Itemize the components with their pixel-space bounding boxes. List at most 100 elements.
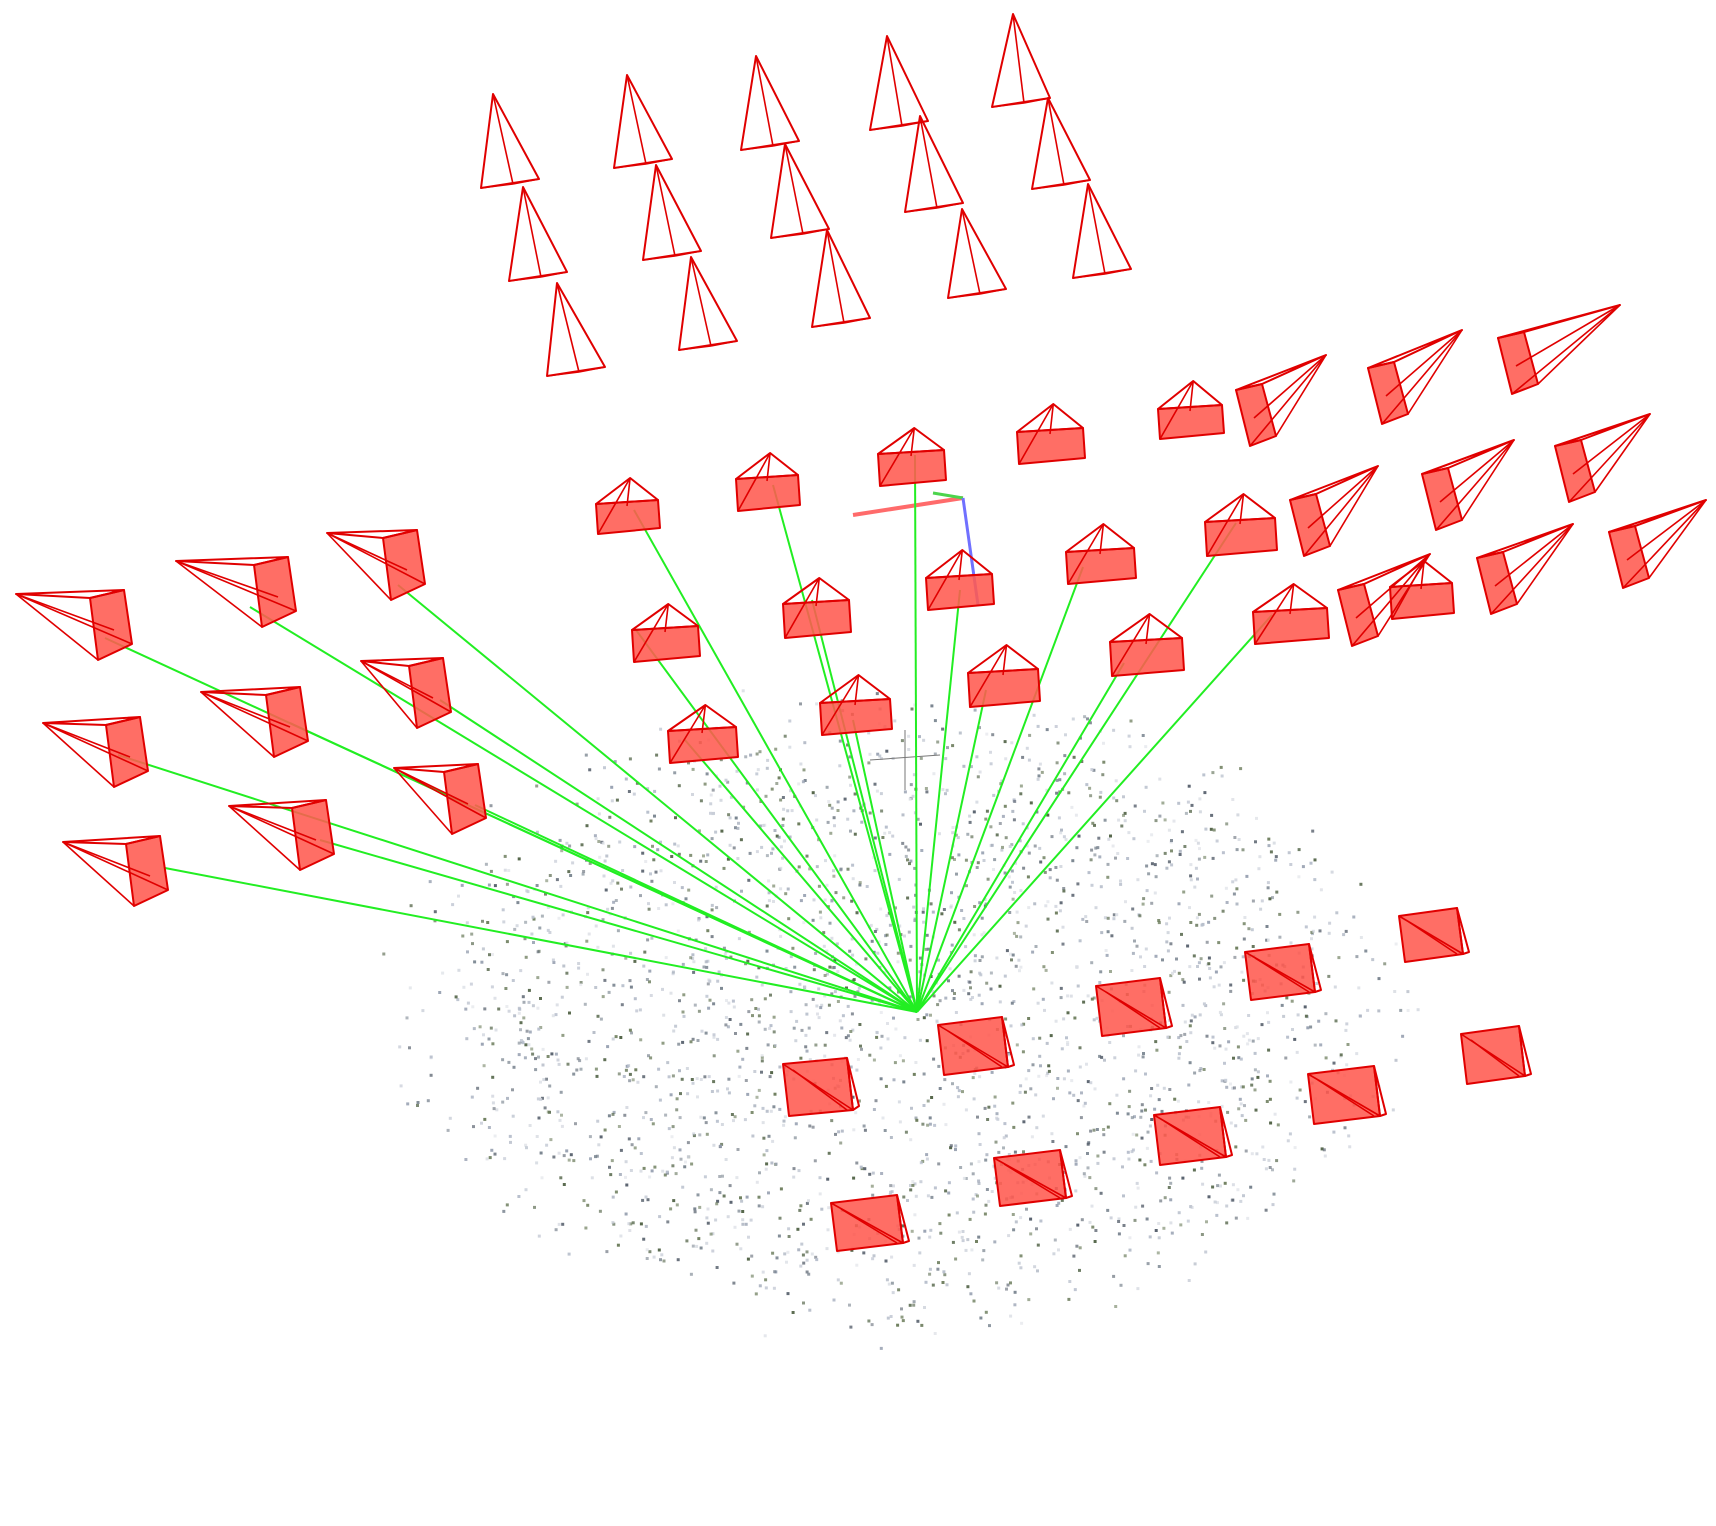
cloud-point — [729, 795, 733, 799]
camera-frustum-icon[interactable] — [811, 229, 871, 328]
camera-frustum-icon[interactable] — [1072, 183, 1132, 279]
camera-frustum-icon[interactable] — [1252, 583, 1330, 645]
cloud-point — [1056, 741, 1060, 745]
camera-frustum-icon[interactable] — [631, 603, 701, 663]
camera-frustum-icon[interactable] — [42, 716, 149, 788]
cloud-point — [777, 1234, 781, 1238]
cloud-point — [611, 879, 615, 883]
camera-frustum-icon[interactable] — [613, 74, 673, 169]
camera-frustum-icon[interactable] — [904, 115, 964, 213]
camera-frustum-icon[interactable] — [1398, 907, 1470, 963]
camera-frustum-icon[interactable] — [642, 164, 702, 261]
cloud-point — [1046, 917, 1050, 921]
cloud-point — [801, 1253, 805, 1257]
cloud-point — [1198, 1069, 1202, 1073]
camera-frustum-icon[interactable] — [480, 93, 540, 189]
cloud-point — [1046, 1071, 1050, 1075]
cloud-point — [779, 887, 783, 891]
camera-frustum-icon[interactable] — [1095, 977, 1173, 1037]
cloud-point — [894, 1027, 898, 1031]
camera-frustum-icon[interactable] — [1608, 499, 1707, 589]
camera-frustum-icon[interactable] — [62, 835, 169, 907]
cloud-point — [1233, 836, 1237, 839]
cloud-point — [1094, 906, 1098, 910]
camera-frustum-icon[interactable] — [925, 549, 995, 611]
camera-frustum-icon[interactable] — [1244, 943, 1322, 1001]
cloud-point — [836, 970, 840, 974]
cloud-point — [1101, 773, 1105, 777]
ray — [916, 614, 1273, 1013]
camera-frustum-icon[interactable] — [819, 674, 893, 736]
cloud-point — [674, 1172, 678, 1176]
cloud-point — [579, 1067, 583, 1071]
camera-frustum-icon[interactable] — [546, 282, 606, 377]
camera-frustum-icon[interactable] — [15, 589, 133, 661]
camera-frustum-icon[interactable] — [1031, 97, 1091, 190]
cloud-point — [872, 1108, 876, 1111]
camera-frustum-icon[interactable] — [877, 427, 947, 487]
camera-frustum-icon[interactable] — [1476, 523, 1574, 615]
camera-frustum-icon[interactable] — [1153, 1106, 1233, 1166]
camera-frustum-icon[interactable] — [1016, 403, 1086, 465]
camera-frustum-icon[interactable] — [1204, 493, 1278, 557]
camera-frustum-icon[interactable] — [1554, 413, 1651, 503]
camera-frustum-icon[interactable] — [595, 477, 661, 535]
cloud-point — [478, 1025, 482, 1029]
cloud-point — [1201, 1182, 1205, 1186]
cloud-point — [762, 1136, 766, 1140]
camera-frustum-icon[interactable] — [937, 1016, 1015, 1076]
cloud-point — [873, 869, 877, 873]
camera-frustum-icon[interactable] — [1460, 1025, 1532, 1085]
camera-frustum-icon[interactable] — [678, 256, 738, 351]
camera-frustum-icon[interactable] — [175, 556, 297, 628]
cloud-point — [736, 1148, 740, 1151]
camera-frustum-icon[interactable] — [830, 1194, 910, 1252]
camera-frustum-icon[interactable] — [782, 577, 852, 639]
cloud-point — [1054, 1019, 1058, 1023]
camera-frustum-icon[interactable] — [667, 704, 739, 764]
cloud-point — [868, 1172, 872, 1176]
camera-frustum-icon[interactable] — [326, 529, 426, 601]
camera-frustum-icon[interactable] — [1367, 329, 1463, 425]
camera-frustum-icon[interactable] — [991, 13, 1051, 108]
cloud-point — [1144, 1072, 1147, 1076]
cloud-point — [720, 1123, 724, 1126]
camera-frustum-icon[interactable] — [1065, 523, 1137, 585]
camera-frustum-icon[interactable] — [740, 55, 800, 151]
cloud-point — [1007, 1053, 1011, 1057]
camera-frustum-icon[interactable] — [770, 143, 830, 239]
camera-frustum-icon[interactable] — [360, 657, 452, 729]
camera-frustum-icon[interactable] — [200, 686, 309, 758]
cloud-point — [598, 1209, 602, 1213]
camera-frustum-icon[interactable] — [393, 763, 487, 835]
camera-frustum-icon[interactable] — [1497, 304, 1621, 395]
camera-frustum-icon[interactable] — [1235, 354, 1327, 447]
camera-frustum-icon[interactable] — [993, 1149, 1073, 1207]
camera-frustum-icon[interactable] — [1109, 613, 1185, 677]
cloud-point — [1052, 1252, 1056, 1256]
cloud-point — [599, 1017, 603, 1021]
camera-frustum-icon[interactable] — [782, 1057, 860, 1117]
camera-frustum-icon[interactable] — [228, 799, 335, 871]
cloud-point — [1014, 861, 1017, 865]
camera-frustum-icon[interactable] — [1337, 553, 1431, 647]
camera-frustum-icon[interactable] — [1421, 439, 1515, 531]
cloud-point — [1088, 786, 1092, 790]
camera-frustum-icon[interactable] — [967, 644, 1041, 708]
cloud-point — [1196, 877, 1199, 881]
cloud-point — [588, 768, 592, 772]
cloud-point — [798, 1208, 802, 1212]
camera-frustum-icon[interactable] — [1157, 380, 1225, 440]
camera-frustum-icon[interactable] — [1289, 465, 1379, 557]
cloud-point — [926, 947, 930, 951]
camera-frustum-icon[interactable] — [508, 186, 568, 282]
cloud-point — [1077, 834, 1081, 838]
camera-frustum-icon[interactable] — [947, 208, 1007, 299]
cloud-point — [1268, 1079, 1272, 1083]
camera-frustum-icon[interactable] — [735, 452, 801, 512]
camera-frustum-icon[interactable] — [1307, 1065, 1387, 1125]
cloud-point — [1227, 1040, 1231, 1044]
cloud-point — [938, 1222, 942, 1226]
